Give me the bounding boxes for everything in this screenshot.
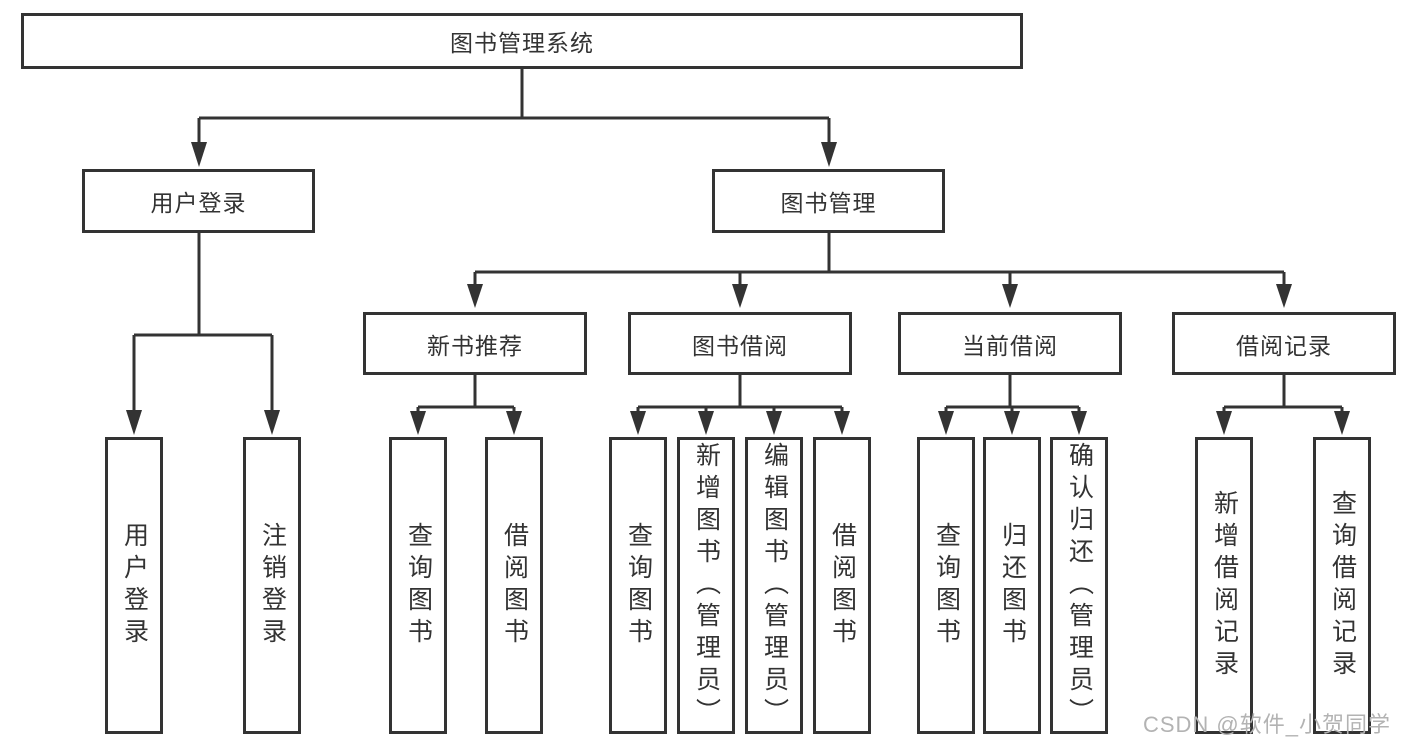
leaf-borrow-add-admin: 新增图书（管理员） [677, 437, 735, 734]
leaf-current-query: 查询图书 [917, 437, 975, 734]
leaf-borrow-query: 查询图书 [609, 437, 667, 734]
node-borrow-records: 借阅记录 [1172, 312, 1396, 375]
arrowhead [834, 411, 850, 435]
arrowhead [938, 411, 954, 435]
connector-borrow-records-to-leaves [1216, 375, 1350, 435]
arrowhead [698, 411, 714, 435]
arrowhead [821, 142, 837, 167]
arrowhead [1002, 284, 1018, 308]
arrowhead [506, 411, 522, 435]
arrowhead [1004, 411, 1020, 435]
connector-root-to-level2 [191, 69, 837, 167]
leaf-new-books-query: 查询图书 [389, 437, 447, 734]
leaf-current-confirm-admin: 确认归还（管理员） [1050, 437, 1108, 734]
connector-new-books-to-leaves [410, 375, 522, 435]
arrowhead [1071, 411, 1087, 435]
connector-book-borrow-to-leaves [630, 375, 850, 435]
arrowhead [1334, 411, 1350, 435]
arrowhead [126, 410, 142, 435]
node-current-borrow: 当前借阅 [898, 312, 1122, 375]
node-book-mgmt: 图书管理 [712, 169, 945, 233]
node-book-borrow: 图书借阅 [628, 312, 852, 375]
leaf-records-add: 新增借阅记录 [1195, 437, 1253, 734]
arrowhead [191, 142, 207, 167]
leaf-records-query: 查询借阅记录 [1313, 437, 1371, 734]
arrowhead [1216, 411, 1232, 435]
leaf-borrow-borrow: 借阅图书 [813, 437, 871, 734]
connector-user-login-to-leaves [126, 233, 280, 435]
arrowhead [410, 411, 426, 435]
arrowhead [732, 284, 748, 308]
arrowhead [630, 411, 646, 435]
csdn-watermark: CSDN @软件_小贺同学 [1142, 712, 1391, 737]
arrowhead [1276, 284, 1292, 308]
arrowhead [467, 284, 483, 308]
node-root: 图书管理系统 [21, 13, 1023, 69]
leaf-borrow-edit-admin: 编辑图书（管理员） [745, 437, 803, 734]
leaf-current-return: 归还图书 [983, 437, 1041, 734]
arrowhead [264, 410, 280, 435]
leaf-logout: 注销登录 [243, 437, 301, 734]
leaf-new-books-borrow: 借阅图书 [485, 437, 543, 734]
arrowhead [766, 411, 782, 435]
leaf-user-login: 用户登录 [105, 437, 163, 734]
connector-current-borrow-to-leaves [938, 375, 1087, 435]
node-user-login: 用户登录 [82, 169, 315, 233]
connector-book-mgmt-to-level3 [467, 233, 1292, 308]
node-new-books: 新书推荐 [363, 312, 587, 375]
